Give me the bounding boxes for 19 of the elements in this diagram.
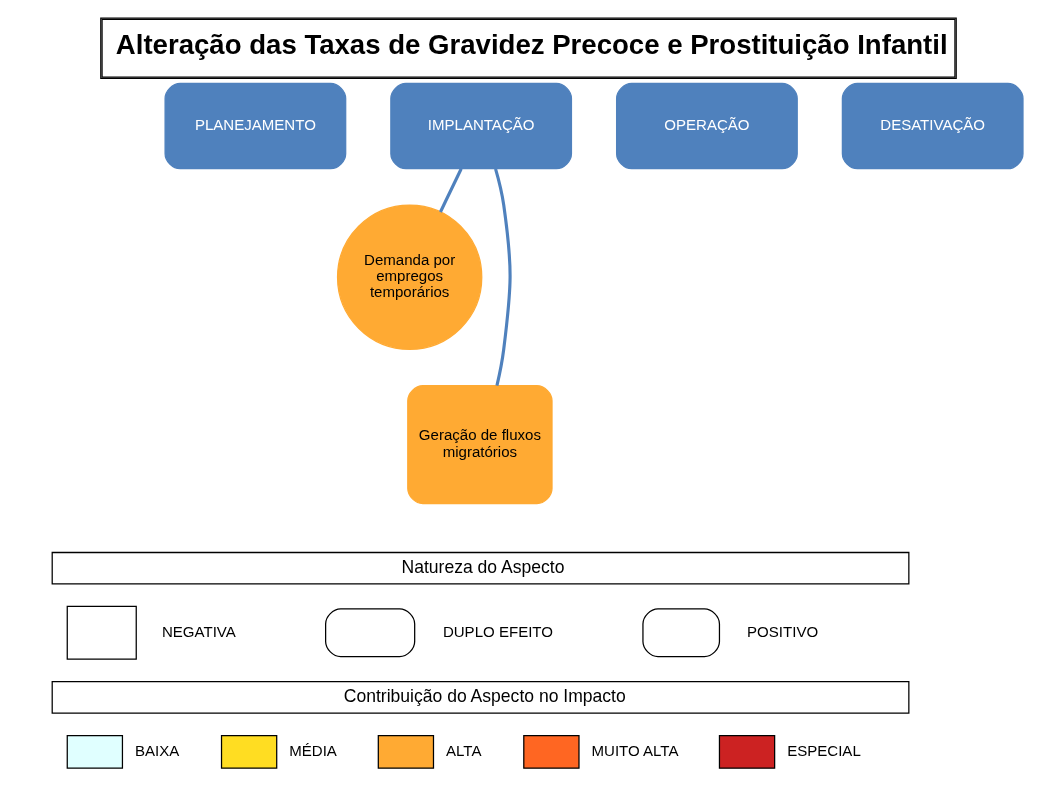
legend-label: ALTA (445, 741, 481, 759)
legend-label: MUITO ALTA (591, 741, 678, 759)
label: Contribuição do Aspecto no Impacto (343, 686, 626, 707)
legend-label: ESPECIAL (786, 741, 861, 759)
legend-label: BAIXA (134, 741, 179, 759)
node-box: PLANEJAMENTO (163, 82, 346, 170)
node-circle: Demanda por empregos temporários (336, 204, 482, 350)
node-box: Geração de fluxos migratórios (406, 385, 553, 505)
legend-label: DUPLO EFEITO (442, 622, 553, 640)
diagram-title: Alteração das Taxas de Gravidez Precoce e Prostituição Infantil (115, 29, 948, 61)
legend-label: MÉDIA (288, 741, 337, 759)
connector (438, 168, 463, 213)
node-box: IMPLANTAÇÃO (389, 82, 572, 170)
legend-label: POSITIVO (746, 622, 818, 640)
node-box: DESATIVAÇÃO (841, 82, 1024, 170)
label: Natureza do Aspecto (401, 556, 564, 577)
connector (493, 168, 512, 386)
node-box: OPERAÇÃO (615, 82, 798, 170)
legend-label: NEGATIVA (161, 622, 236, 640)
